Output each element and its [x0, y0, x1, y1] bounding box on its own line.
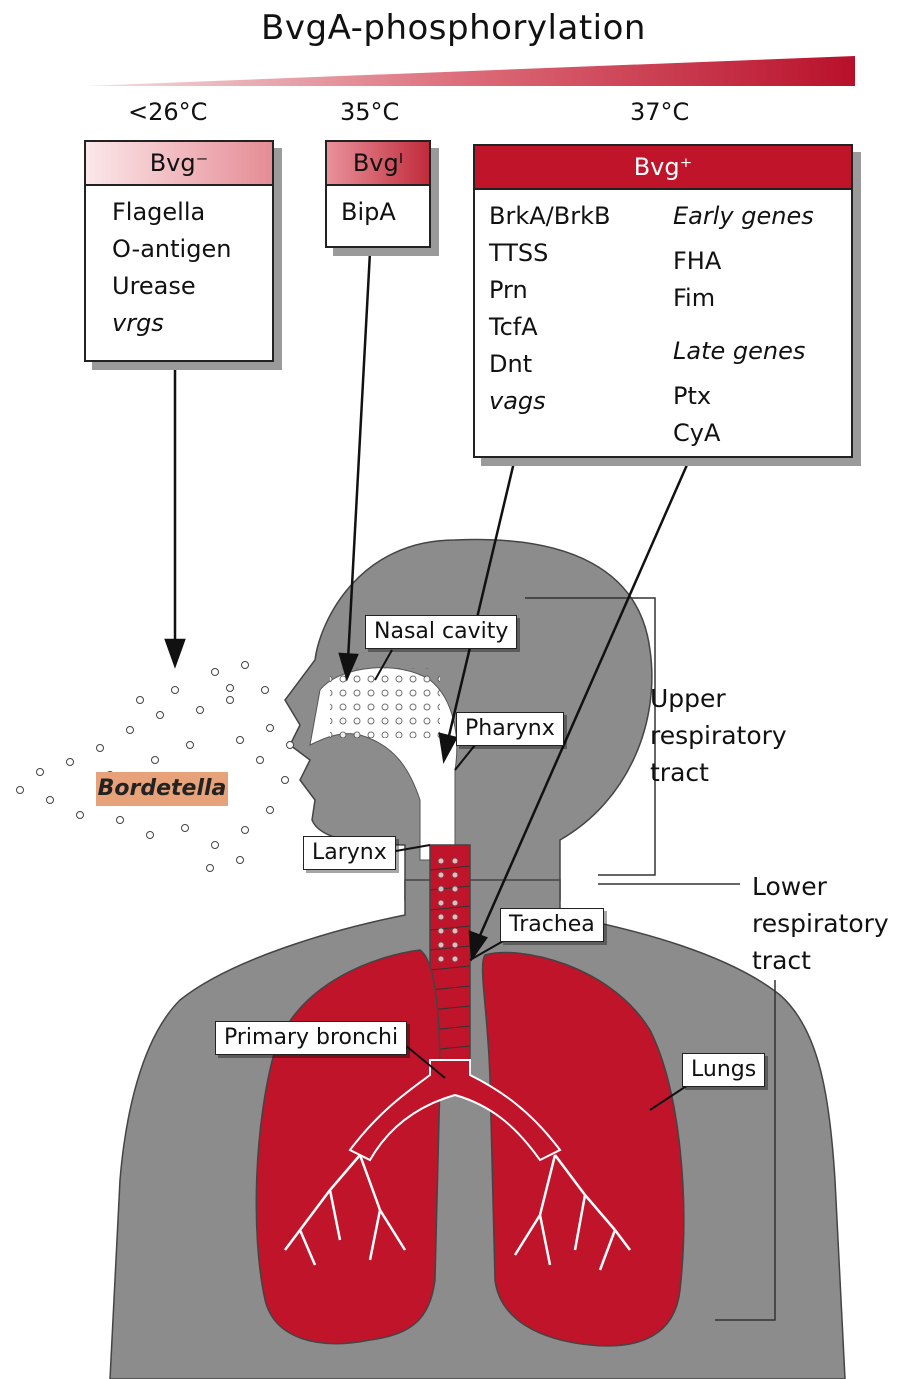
- pharynx-label: Pharynx: [456, 712, 564, 746]
- gene-fha: FHA: [673, 243, 814, 280]
- gene-o-antigen: O-antigen: [112, 231, 260, 268]
- phosphorylation-gradient-wedge: [85, 56, 855, 86]
- trachea-label: Trachea: [500, 908, 604, 942]
- gene-bipa: BipA: [341, 194, 417, 231]
- gene-flagella: Flagella: [112, 194, 260, 231]
- upper-respiratory-tract-label: Upper respiratory tract: [650, 680, 787, 791]
- larynx-label: Larynx: [303, 836, 396, 870]
- gene-tcfa: TcfA: [489, 309, 610, 346]
- bvg-minus-box: Bvg⁻ Flagella O-antigen Urease vrgs: [84, 140, 274, 362]
- bordetella-cloud: [17, 662, 294, 872]
- late-genes-label: Late genes: [673, 333, 814, 370]
- bvg-minus-header: Bvg⁻: [86, 142, 272, 186]
- gene-urease: Urease: [112, 268, 260, 305]
- gene-prn: Prn: [489, 272, 610, 309]
- gene-ptx: Ptx: [673, 378, 814, 415]
- gene-ttss: TTSS: [489, 235, 610, 272]
- gene-dnt: Dnt: [489, 346, 610, 383]
- early-genes-label: Early genes: [673, 198, 814, 235]
- temp-high: 37°C: [630, 98, 689, 126]
- gene-fim: Fim: [673, 280, 814, 317]
- bvg-intermediate-header: Bvgᴵ: [327, 142, 429, 186]
- nasal-cavity-label: Nasal cavity: [365, 615, 517, 649]
- temp-low: <26°C: [128, 98, 207, 126]
- lungs-label: Lungs: [682, 1053, 765, 1087]
- gene-vags: vags: [489, 383, 610, 420]
- gene-brka-brkb: BrkA/BrkB: [489, 198, 610, 235]
- primary-bronchi-label: Primary bronchi: [215, 1021, 407, 1055]
- bvg-intermediate-box: Bvgᴵ BipA: [325, 140, 431, 248]
- bvg-plus-box: Bvg⁺ BrkA/BrkB TTSS Prn TcfA Dnt vags Ea…: [473, 144, 853, 458]
- bordetella-label: Bordetella: [96, 772, 228, 806]
- temp-mid: 35°C: [340, 98, 399, 126]
- bvg-plus-header: Bvg⁺: [475, 146, 851, 190]
- lower-respiratory-tract-label: Lower respiratory tract: [752, 868, 889, 979]
- gene-cya: CyA: [673, 415, 814, 452]
- gene-vrgs: vrgs: [112, 305, 260, 342]
